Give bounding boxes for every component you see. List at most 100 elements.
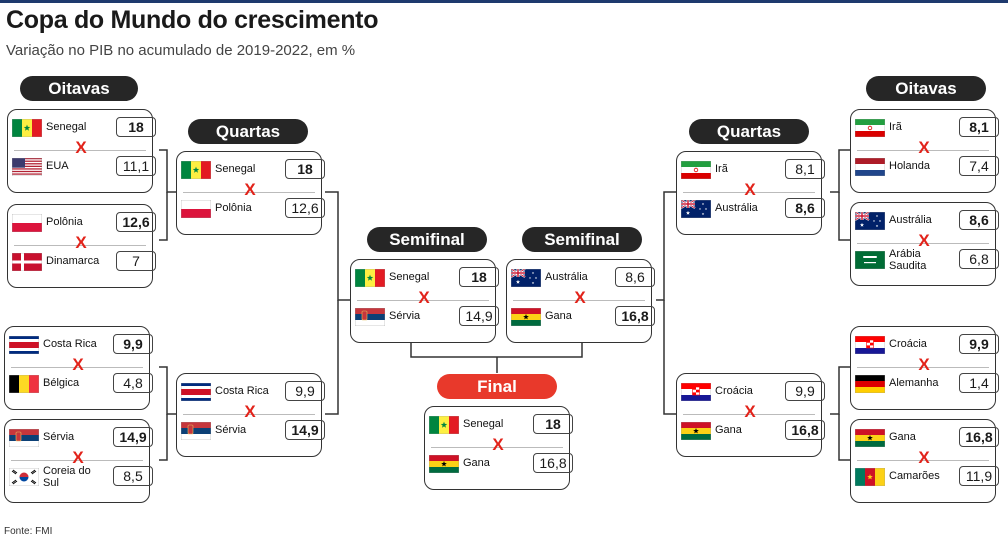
ghana-flag [855,429,885,447]
versus-mark: X [574,288,586,307]
serbia-flag [355,308,385,326]
team-value: 7,4 [959,156,999,176]
match-divider [683,192,815,193]
team-value: 9,9 [113,334,153,354]
team-name: Gana [463,457,490,469]
belgium-flag [9,375,39,393]
costa-rica-flag [9,336,39,354]
match-divider [683,414,815,415]
serbia-flag [9,429,39,447]
connector [159,414,168,461]
australia-flag [681,200,711,218]
team-name: Costa Rica [43,338,97,350]
team-name: Gana [715,424,742,436]
match-divider [513,300,645,301]
team-name: Irã [889,121,902,133]
ghana-flag [429,455,459,473]
team-name: Sérvia [215,424,247,436]
versus-mark: X [75,138,87,157]
team-value: 16,8 [533,453,573,473]
team-value: 9,9 [785,381,825,401]
stage-final: Final [437,374,557,399]
croatia-flag [855,336,885,354]
team-name: Holanda [889,160,930,172]
poland-flag [181,200,211,218]
versus-mark: X [918,231,930,250]
chart-title: Copa do Mundo do crescimento [6,6,379,34]
poland-flag [12,214,42,232]
stage-oitavas-right: Oitavas [866,76,986,101]
team-name: Gana [545,310,572,322]
versus-mark: X [244,402,256,421]
team-value: 9,9 [959,334,999,354]
costa-rica-flag [181,383,211,401]
team-value: 12,6 [285,198,325,218]
versus-mark: X [244,180,256,199]
connector [656,191,676,301]
team-value: 8,6 [785,198,825,218]
versus-mark: X [72,355,84,374]
match-divider [857,460,989,461]
team-value: 11,9 [959,466,999,486]
team-name: Austrália [889,214,932,226]
team-value: 14,9 [285,420,325,440]
match-divider [857,150,989,151]
croatia-flag [681,383,711,401]
connector [838,192,850,241]
match-divider [11,460,143,461]
team-value: 9,9 [285,381,325,401]
team-name: Gana [889,431,916,443]
team-name: Senegal [389,271,430,283]
match-divider [857,367,989,368]
versus-mark: X [744,402,756,421]
team-name: Austrália [715,202,758,214]
ghana-flag [681,422,711,440]
versus-mark: X [492,435,504,454]
team-value: 16,8 [959,427,999,447]
team-name: Alemanha [889,377,939,389]
ghana-flag [511,308,541,326]
team-name: Bélgica [43,377,80,389]
stage-semifinal-left: Semifinal [367,227,487,252]
team-name: Senegal [46,121,87,133]
 [159,192,168,241]
connector [159,149,176,193]
stage-oitavas-left: Oitavas [20,76,138,101]
stage-quartas-left: Quartas [188,119,308,144]
team-name: Polônia [46,216,83,228]
source-note: Fonte: FMI [4,526,53,537]
team-value: 1,4 [959,373,999,393]
stage-semifinal-right: Semifinal [522,227,642,252]
team-value: 14,9 [113,427,153,447]
versus-mark: X [72,448,84,467]
versus-mark: X [918,138,930,157]
australia-flag [511,269,541,287]
team-name: Costa Rica [215,385,269,397]
match-divider [431,447,563,448]
versus-mark: X [418,288,430,307]
team-name: Austrália [545,271,588,283]
team-value: 18 [285,159,325,179]
usa-flag [12,158,42,176]
versus-mark: X [918,355,930,374]
senegal-flag [12,119,42,137]
top-rule [0,0,1008,3]
stage-quartas-right: Quartas [689,119,809,144]
cameroon-flag [855,468,885,486]
team-name: Dinamarca [46,255,100,267]
team-name: Coreia do Sul [43,465,91,489]
team-value: 8,5 [113,466,153,486]
connector [325,191,350,301]
team-value: 14,9 [459,306,499,326]
team-name: Senegal [463,418,504,430]
team-value: 8,6 [615,267,655,287]
chart-subtitle: Variação no PIB no acumulado de 2019-202… [6,42,356,59]
